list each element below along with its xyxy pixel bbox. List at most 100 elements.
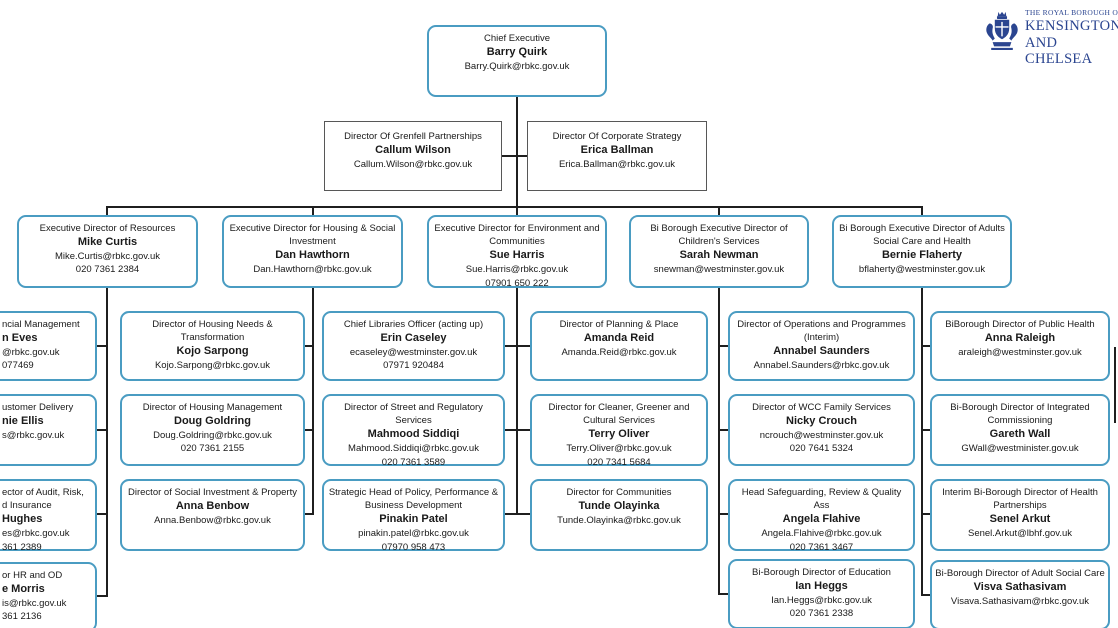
node-title: Executive Director for Environment and C… (434, 223, 600, 248)
node-title: Bi Borough Executive Director of Childre… (650, 223, 788, 248)
node-title: Director of Housing Needs & Transformati… (152, 319, 273, 344)
connector-line (921, 345, 932, 347)
node-title: Director Of Grenfell Partnerships (344, 131, 482, 142)
org-node-housing-management: Director of Housing Management Doug Gold… (120, 394, 305, 466)
node-title: Director of Operations and Programmes (I… (737, 319, 906, 344)
node-email: GWall@westminister.gov.uk (961, 443, 1079, 455)
node-title: Director of WCC Family Services (752, 402, 891, 413)
connector-line (718, 288, 720, 595)
node-title: Director of Housing Management (142, 402, 283, 413)
node-title: Director for Communities (566, 487, 672, 498)
node-email: Sue.Harris@rbkc.gov.uk (465, 264, 569, 276)
node-person-name: Sarah Newman (679, 249, 759, 262)
node-title: or HR and OD (2, 570, 63, 581)
org-node-communities: Director for Communities Tunde Olayinka … (530, 479, 708, 551)
node-title: Strategic Head of Policy, Performance & … (328, 487, 499, 512)
node-title: Head Safeguarding, Review & Quality Ass (741, 487, 902, 512)
node-person-name: Visva Sathasivam (973, 581, 1067, 594)
rbkc-logo-text: THE ROYAL BOROUGH OF KENSINGTON AND CHEL… (1025, 8, 1118, 67)
node-title: Director for Cleaner, Greener and Cultur… (548, 402, 690, 427)
node-title: Director of Planning & Place (559, 319, 679, 330)
org-node-childrens-services: Bi Borough Executive Director of Childre… (629, 215, 809, 288)
connector-line (718, 206, 720, 215)
node-person-name: Barry Quirk (486, 46, 548, 59)
node-title: Director of Social Investment & Property (128, 487, 297, 498)
connector-line (516, 345, 532, 347)
node-person-name: Sue Harris (489, 249, 545, 262)
node-person-name: Pinakin Patel (379, 513, 448, 526)
connector-line (516, 97, 518, 207)
node-email: Dan.Hawthorn@rbkc.gov.uk (253, 264, 372, 276)
org-node-policy-performance: Strategic Head of Policy, Performance & … (322, 479, 505, 553)
org-node-hr-od-cut: or HR and OD e Morris is@rbkc.gov.uk 361… (0, 562, 97, 628)
node-title: Executive Director of Resources (39, 223, 176, 234)
node-email: Barry.Quirk@rbkc.gov.uk (464, 61, 570, 73)
node-title: Bi-Borough Director of Integrated Commis… (950, 402, 1090, 427)
connector-line (502, 155, 527, 157)
node-person-name: Angela Flahive (782, 513, 861, 526)
node-person-name: Dan Hawthorn (275, 249, 350, 262)
node-title: ustomer Delivery (2, 402, 74, 413)
node-person-name: Hughes (2, 513, 43, 526)
node-person-name: Callum Wilson (375, 144, 451, 157)
org-node-housing-needs: Director of Housing Needs & Transformati… (120, 311, 305, 381)
connector-line (516, 288, 518, 515)
node-email: Tunde.Olayinka@rbkc.gov.uk (557, 515, 681, 527)
connector-line (1114, 347, 1116, 423)
node-email: Angela.Flahive@rbkc.gov.uk (761, 528, 882, 540)
connector-line (106, 206, 108, 215)
connector-line (516, 206, 518, 215)
node-email: Amanda.Reid@rbkc.gov.uk (561, 347, 677, 359)
org-node-financial-management-cut: ncial Management n Eves @rbkc.gov.uk 077… (0, 311, 97, 381)
node-phone: 020 7641 5324 (789, 443, 854, 455)
node-email: is@rbkc.gov.uk (2, 598, 67, 610)
connector-line (718, 513, 730, 515)
node-title: Bi-Borough Director of Education (752, 567, 891, 578)
connector-line (312, 206, 314, 215)
node-person-name: Tunde Olayinka (578, 500, 660, 513)
connector-line (96, 429, 108, 431)
connector-line (312, 288, 314, 515)
org-node-libraries: Chief Libraries Officer (acting up) Erin… (322, 311, 505, 381)
node-title: ncial Management (2, 319, 80, 330)
node-person-name: Annabel Saunders (773, 345, 870, 358)
org-node-grenfell-partnerships: Director Of Grenfell Partnerships Callum… (324, 121, 502, 191)
node-email: Visava.Sathasivam@rbkc.gov.uk (950, 596, 1090, 608)
node-email: Callum.Wilson@rbkc.gov.uk (353, 159, 473, 171)
org-node-corporate-strategy: Director Of Corporate Strategy Erica Bal… (527, 121, 707, 191)
org-node-street-regulatory: Director of Street and Regulatory Servic… (322, 394, 505, 468)
connector-line (96, 513, 108, 515)
connector-line (921, 206, 923, 215)
node-phone: 07970 958 473 (381, 541, 446, 553)
node-person-name: Mike Curtis (77, 236, 138, 249)
org-node-safeguarding: Head Safeguarding, Review & Quality Ass … (728, 479, 915, 553)
connector-line (718, 345, 730, 347)
node-email: ncrouch@westminster.gov.uk (759, 430, 884, 442)
node-phone: 020 7361 2384 (75, 264, 140, 276)
org-node-environment-communities: Executive Director for Environment and C… (427, 215, 607, 289)
connector-line (305, 345, 314, 347)
node-email: Terry.Oliver@rbkc.gov.uk (566, 443, 672, 455)
node-email: Mike.Curtis@rbkc.gov.uk (54, 251, 161, 263)
connector-line (718, 429, 730, 431)
node-person-name: Kojo Sarpong (176, 345, 249, 358)
connector-line (505, 345, 518, 347)
node-person-name: Anna Benbow (175, 500, 250, 513)
node-email: Doug.Goldring@rbkc.gov.uk (153, 430, 272, 442)
org-node-chief-executive: Chief Executive Barry Quirk Barry.Quirk@… (427, 25, 607, 97)
node-person-name: Senel Arkut (989, 513, 1051, 526)
node-person-name: Erin Caseley (380, 332, 447, 345)
node-email: snewman@westminster.gov.uk (653, 264, 785, 276)
connector-line (718, 593, 730, 595)
node-person-name: nie Ellis (2, 415, 44, 428)
logo-text-line1: THE ROYAL BOROUGH OF (1025, 8, 1118, 17)
node-phone: 361 2389 (2, 541, 42, 553)
node-title: Interim Bi-Borough Director of Health Pa… (942, 487, 1098, 512)
node-email: @rbkc.gov.uk (2, 347, 60, 359)
connector-line (106, 206, 923, 208)
node-title: Bi-Borough Director of Adult Social Care (935, 568, 1105, 579)
node-phone: 077469 (2, 360, 34, 372)
org-node-resources: Executive Director of Resources Mike Cur… (17, 215, 198, 288)
node-person-name: Gareth Wall (989, 428, 1051, 441)
